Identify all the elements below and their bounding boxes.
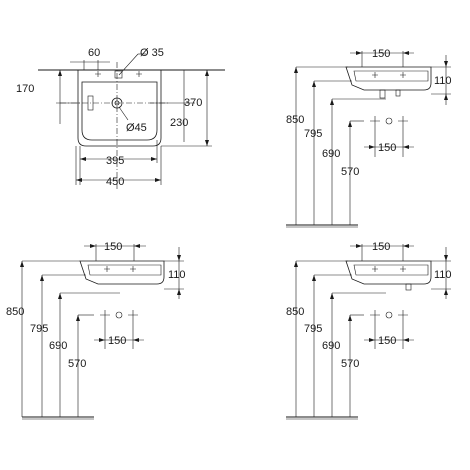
plan-basin-outline [77, 70, 162, 147]
ebr-connections [364, 310, 414, 349]
ebr-dim-150-bottom: 150 [378, 335, 396, 347]
ebr-dim-570: 570 [341, 358, 359, 370]
ebl-dim-795: 795 [30, 323, 48, 335]
plan-dim-230: 230 [170, 117, 188, 129]
ebl-dim-850: 850 [6, 306, 24, 318]
ebr-dim-150-top: 150 [372, 241, 390, 253]
etr-dim-150-top: 150 [372, 48, 390, 60]
ebl-dim-690: 690 [49, 340, 67, 352]
ebl-dim-150-bottom: 150 [108, 335, 126, 347]
ebr-dim-795: 795 [304, 323, 322, 335]
ebr-basin [345, 260, 432, 285]
etr-dim-110: 110 [434, 75, 452, 87]
elevation-bottom-right: 150 110 850 795 690 570 [286, 241, 452, 420]
ebr-dim-110: 110 [434, 269, 452, 281]
plan-tap-holes [95, 70, 142, 79]
plan-dim-60: 60 [88, 47, 100, 59]
ebr-dim-690: 690 [322, 340, 340, 352]
plan-dim-395: 395 [106, 155, 124, 167]
plan-dim-diam45: Ø45 [126, 122, 147, 134]
etr-dim-850: 850 [286, 114, 304, 126]
etr-dim-570: 570 [341, 166, 359, 178]
plan-basin-bowl [81, 81, 158, 141]
plan-dim-diam35: Ø 35 [140, 47, 164, 59]
elevation-bottom-left: 150 110 850 795 690 570 [6, 241, 186, 420]
ebl-dim-150-top: 150 [104, 241, 122, 253]
ebl-dim-110: 110 [168, 269, 186, 281]
ebl-connections [94, 310, 144, 349]
etr-basin [345, 66, 432, 91]
ebl-basin [79, 260, 165, 285]
ebr-dim-850: 850 [286, 306, 304, 318]
elevation-top-right: 150 110 850 795 690 570 [286, 48, 452, 228]
etr-connections [364, 116, 414, 157]
etr-dim-150-bottom: 150 [378, 142, 396, 154]
etr-dim-690: 690 [322, 148, 340, 160]
plan-dim-450: 450 [106, 176, 124, 188]
ebl-dim-570: 570 [68, 358, 86, 370]
plan-view: 60 Ø 35 170 370 230 Ø45 395 [16, 47, 225, 190]
etr-dim-795: 795 [304, 128, 322, 140]
plan-dim-170: 170 [16, 83, 34, 95]
